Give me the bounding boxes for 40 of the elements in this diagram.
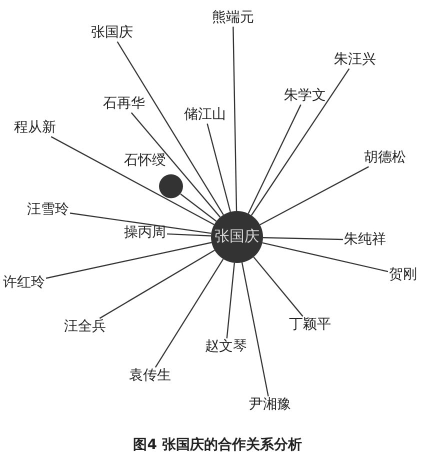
- name-label: 汪全兵: [64, 319, 106, 334]
- connector-line: [154, 258, 224, 368]
- connector-line: [116, 41, 224, 216]
- connector-line: [232, 26, 238, 212]
- name-label: 熊端元: [212, 10, 254, 26]
- name-label: 汪雪玲: [27, 202, 69, 218]
- connector-line: [253, 256, 304, 317]
- connector-line: [99, 250, 215, 319]
- name-label: 贺刚: [389, 267, 417, 282]
- connector-line: [241, 262, 269, 396]
- name-label: 朱汪兴: [334, 52, 376, 68]
- node-circle: 张国庆: [211, 211, 263, 263]
- connector-line: [166, 233, 212, 236]
- connector-line: [70, 212, 212, 234]
- connector-line: [262, 242, 388, 272]
- connector-line: [50, 136, 214, 226]
- name-label: 袁传生: [129, 368, 171, 384]
- name-label: 石怀绶: [124, 153, 166, 169]
- name-label: 丁颖平: [289, 317, 331, 332]
- connector-line: [46, 242, 212, 279]
- connector-line: [206, 124, 231, 212]
- connector-line: [262, 237, 344, 240]
- name-label: 朱纯祥: [344, 232, 386, 248]
- name-label: 张国庆: [91, 25, 133, 40]
- connector-line: [130, 112, 221, 218]
- connector-line: [248, 104, 302, 214]
- connector-line: [180, 194, 217, 222]
- name-label: 石再华: [103, 96, 145, 112]
- name-label: 许红玲: [3, 275, 45, 290]
- name-label: 朱学文: [284, 88, 326, 104]
- connector-line: [250, 68, 350, 216]
- connector-line: [260, 166, 369, 226]
- name-label: 尹湘豫: [249, 397, 291, 412]
- name-label: 赵文琴: [205, 339, 247, 354]
- figure-caption: 图4 张国庆的合作关系分析: [132, 436, 303, 454]
- connector-line: [226, 262, 236, 338]
- name-label: 操丙周: [124, 225, 166, 240]
- name-label: 储江山: [184, 107, 226, 122]
- name-label: 程从新: [14, 120, 56, 136]
- name-label: 胡德松: [364, 150, 406, 166]
